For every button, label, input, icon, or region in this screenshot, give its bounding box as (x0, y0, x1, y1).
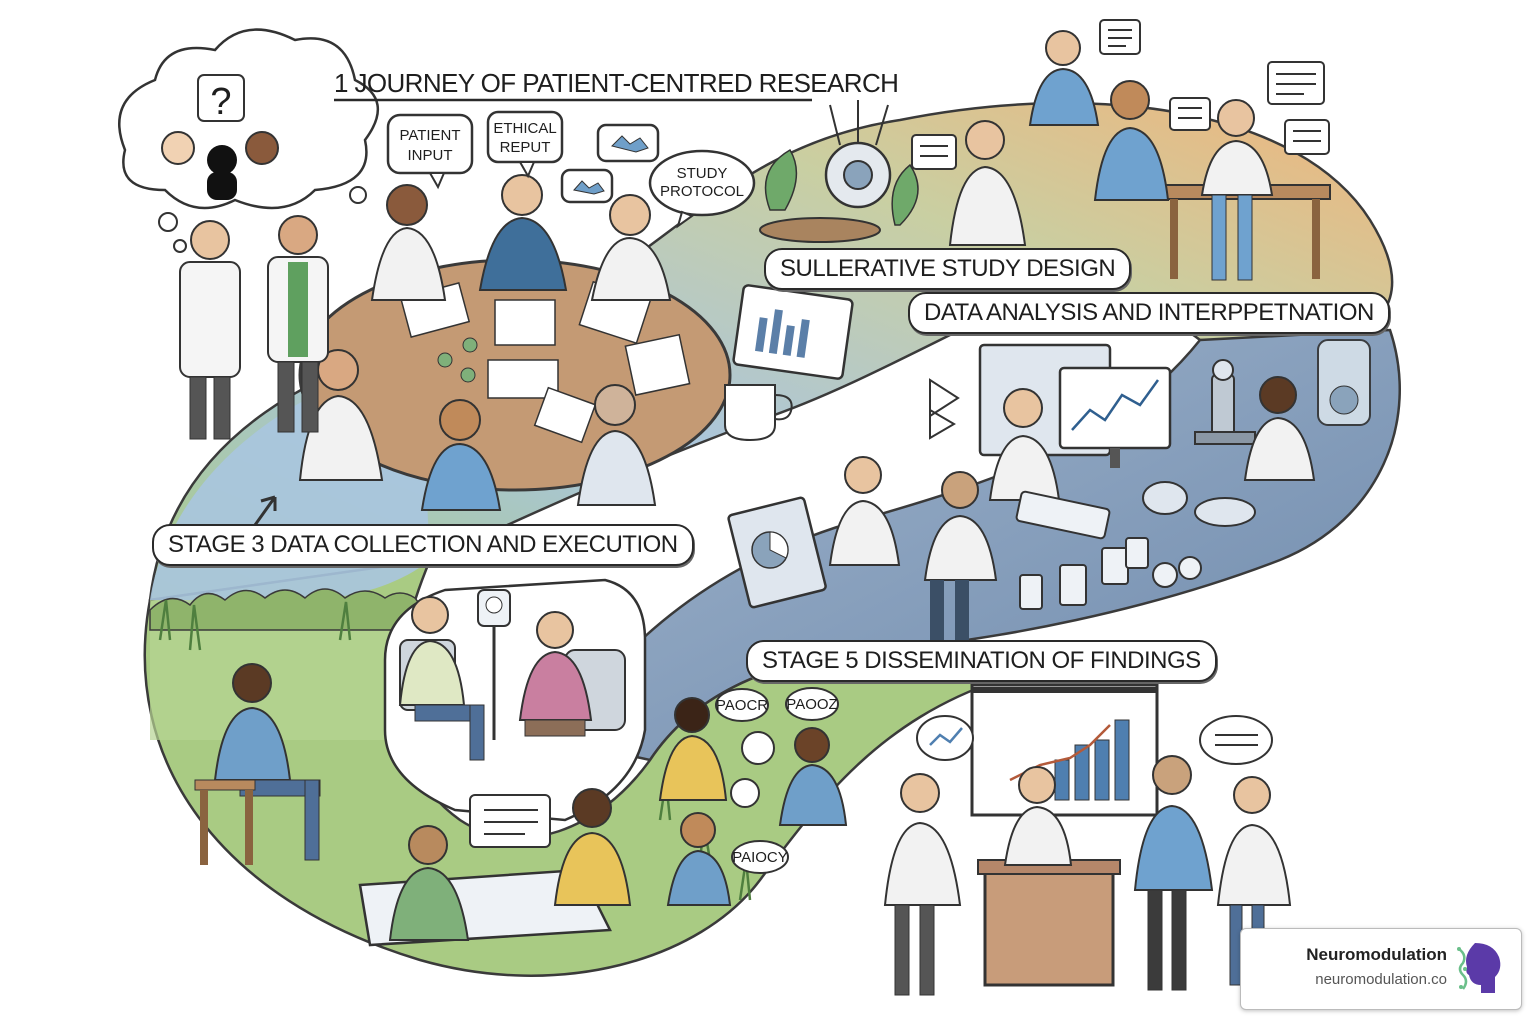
bubble-study-protocol: STUDY PROTOCOL (648, 149, 756, 229)
bubble-patient-line2: INPUT (408, 147, 453, 164)
monitor-icon (727, 496, 827, 609)
researcher-figure (478, 174, 568, 291)
bp-monitor-icon (477, 589, 511, 740)
bubble-paiocy-text: PAIOCY (732, 849, 788, 866)
researcher-figure (988, 388, 1061, 501)
stage-label-dissemination: STAGE 5 DISSEMINATION OF FINDINGS (746, 640, 1217, 682)
question-mark: ? (210, 81, 231, 123)
doctor-figure (179, 220, 241, 440)
patient-figure (398, 596, 485, 761)
chart-bubble-icon (916, 715, 1273, 765)
main-title: 1 JOURNEY OF PATIENT-CENTRED RESEARCH (334, 68, 898, 98)
table-paper (533, 386, 597, 444)
microscope-icon (1194, 359, 1256, 445)
bubble-patient-line1: PATIENT (399, 127, 460, 144)
researcher-figure (1243, 376, 1316, 481)
arrow-icon (253, 495, 277, 526)
arrow-icon (929, 378, 960, 440)
researcher-figure (194, 663, 321, 865)
bubble-patient-input: PATIENT INPUT (386, 113, 474, 190)
researcher-figure (298, 349, 384, 481)
table-token (460, 367, 476, 383)
researcher-figure (923, 471, 998, 640)
podium (977, 859, 1121, 987)
lab-equipment-icons (1019, 537, 1202, 610)
bubble-protocol-line1: STUDY (677, 165, 728, 182)
keyboard-icon (1015, 490, 1111, 540)
community-figure (778, 727, 848, 826)
table-token (437, 352, 453, 368)
researcher-figure (828, 456, 901, 566)
table-paper (494, 299, 556, 346)
stage-label-design: SULLERATIVE STUDY DESIGN (764, 248, 1132, 290)
bubble-paooz: PAOOZ (785, 687, 839, 721)
researcher-figure (370, 184, 447, 301)
note-bubble-icon (911, 19, 1330, 170)
speaker-figure (1003, 766, 1073, 866)
chart-card-icon (732, 284, 854, 380)
bubble-protocol-line2: PROTOCOL (660, 183, 744, 200)
bubble-paooz-text: PAOOZ (786, 696, 837, 713)
brand-url: neuromodulation.co (1315, 971, 1447, 988)
community-figure (666, 812, 732, 906)
petri-dish-icon (1142, 481, 1256, 527)
coffee-mug-icon (724, 384, 793, 442)
community-figure (658, 697, 728, 801)
brand-name: Neuromodulation (1306, 945, 1447, 964)
brain-logo-icon (1457, 943, 1501, 993)
bubble-ethical-line1: ETHICAL (493, 120, 556, 137)
stage-label-analysis: DATA ANALYSIS AND INTERPPETNATION (908, 292, 1390, 334)
researcher-figure (948, 120, 1027, 246)
presenter-figure (1216, 776, 1292, 986)
lab-jar-icon (1317, 339, 1371, 426)
round-badge-icon (741, 731, 775, 765)
bubble-paiocy: PAIOCY (731, 840, 789, 874)
researcher-figure (1028, 30, 1100, 126)
brand-logo-card[interactable]: Neuromodulation neuromodulation.co (1240, 928, 1522, 1010)
researcher-figure (590, 194, 672, 301)
thought-cloud: ? (118, 28, 380, 253)
bubble-ethical-report: ETHICAL REPUT (486, 110, 564, 179)
researcher-figure (388, 825, 470, 941)
researcher-figure (553, 788, 632, 906)
presenter-figure (883, 773, 962, 996)
presentation-board (970, 683, 1159, 817)
researcher-figure (1093, 80, 1170, 201)
lab-device-icon (759, 100, 919, 243)
bubble-ethical-line2: REPUT (500, 139, 551, 156)
round-badge-icon (730, 778, 760, 808)
presenter-figure (1133, 755, 1214, 991)
researcher-figure (420, 399, 502, 511)
bubble-map-icon (596, 123, 660, 163)
researcher-figure (1200, 99, 1274, 281)
nurse-figure (518, 611, 593, 737)
stage-label-collection: STAGE 3 DATA COLLECTION AND EXECUTION (152, 524, 694, 566)
document-bubble-icon (469, 794, 551, 848)
bubble-paocr: PAOCR (715, 688, 769, 722)
table-token (462, 337, 478, 353)
bubble-paocr-text: PAOCR (716, 697, 768, 714)
researcher-figure (576, 384, 657, 506)
doctor-figure (267, 215, 329, 433)
tree-line (149, 588, 442, 631)
monitor-icon (978, 343, 1172, 468)
bubble-map-icon (560, 168, 614, 204)
table-paper (624, 333, 691, 396)
